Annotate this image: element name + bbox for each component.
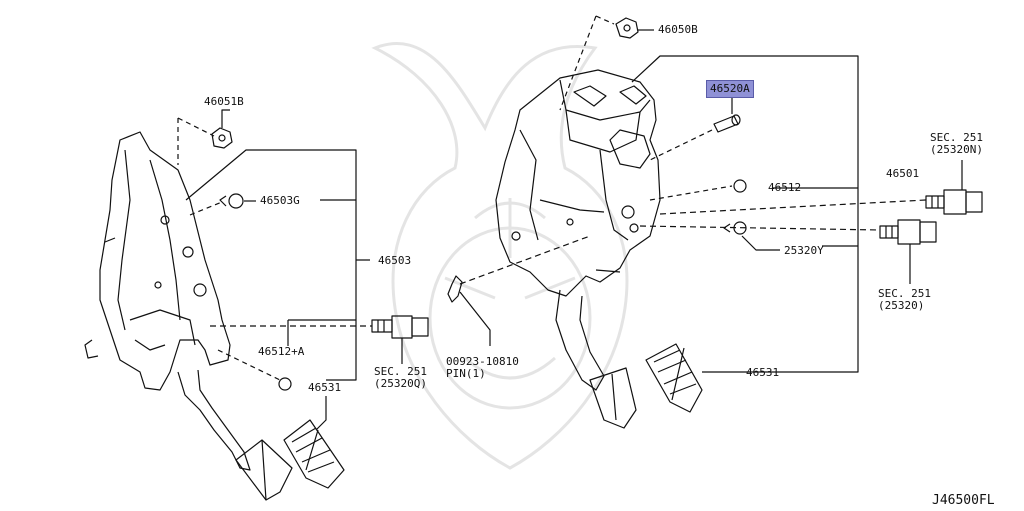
label-46531-right[interactable]: 46531 (746, 366, 780, 379)
switch-25320 (879, 219, 937, 245)
dashed-46050B (559, 15, 615, 111)
leader-46512A (287, 319, 356, 346)
clip-46503G (219, 193, 244, 209)
right-pedal-bracket (495, 69, 661, 297)
label-46512A[interactable]: 46512+A (258, 345, 305, 358)
label-46050B[interactable]: 46050B (658, 23, 698, 36)
stopper-46512A (278, 377, 292, 391)
dashed-to-25320N (659, 199, 927, 215)
label-00923-10810[interactable]: 00923-10810 (446, 355, 519, 368)
label-25320Y[interactable]: 25320Y (784, 244, 824, 257)
left-pedal-pad (283, 419, 345, 489)
switch-25320N (925, 189, 983, 215)
nut-46051B (211, 127, 233, 149)
stopper-46512 (733, 179, 747, 193)
dashed-46520A (649, 129, 713, 161)
label-sec251-top[interactable]: SEC. 251 (930, 131, 983, 144)
label-46051B[interactable]: 46051B (204, 95, 244, 108)
label-46520A[interactable]: 46520A (706, 80, 754, 98)
nut-46050B (615, 17, 639, 39)
cotter-pin (447, 275, 463, 303)
dashed-46503G (189, 201, 223, 216)
label-46501[interactable]: 46501 (886, 167, 920, 180)
label-46512[interactable]: 46512 (768, 181, 802, 194)
right-pedal-pad (645, 343, 703, 413)
label-sec251-left[interactable]: SEC. 251 (374, 365, 427, 378)
label-pin: PIN(1) (446, 367, 486, 380)
dashed-to-25320 (639, 225, 881, 231)
right-pedal-arm (555, 289, 637, 429)
leader-46051B (221, 109, 230, 128)
leader-46531-left (315, 396, 327, 431)
leader-25320Y (741, 235, 780, 251)
dashed-pin (459, 235, 591, 285)
diagram-id: J46500FL (932, 493, 995, 508)
bracket-46501 (631, 55, 859, 373)
label-46531-left[interactable]: 46531 (308, 381, 342, 394)
dashed-46512A-b (217, 349, 281, 381)
watermark-logo (371, 42, 629, 470)
label-46503[interactable]: 46503 (378, 254, 412, 267)
dashed-46512 (649, 185, 733, 201)
left-pedal-arm (177, 369, 293, 501)
label-25320[interactable]: (25320) (878, 299, 925, 312)
label-sec251-mid[interactable]: SEC. 251 (878, 287, 931, 300)
label-25320N[interactable]: (25320N) (930, 143, 983, 156)
switch-25320Q (371, 315, 429, 339)
pin-46520A (713, 114, 741, 133)
leader-pin (459, 291, 491, 346)
left-pedal-bracket (84, 131, 231, 391)
label-46503G[interactable]: 46503G (260, 194, 300, 207)
dashed-46051B (177, 117, 215, 165)
label-25320Q[interactable]: (25320Q) (374, 377, 427, 390)
bracket-46503 (185, 149, 370, 381)
